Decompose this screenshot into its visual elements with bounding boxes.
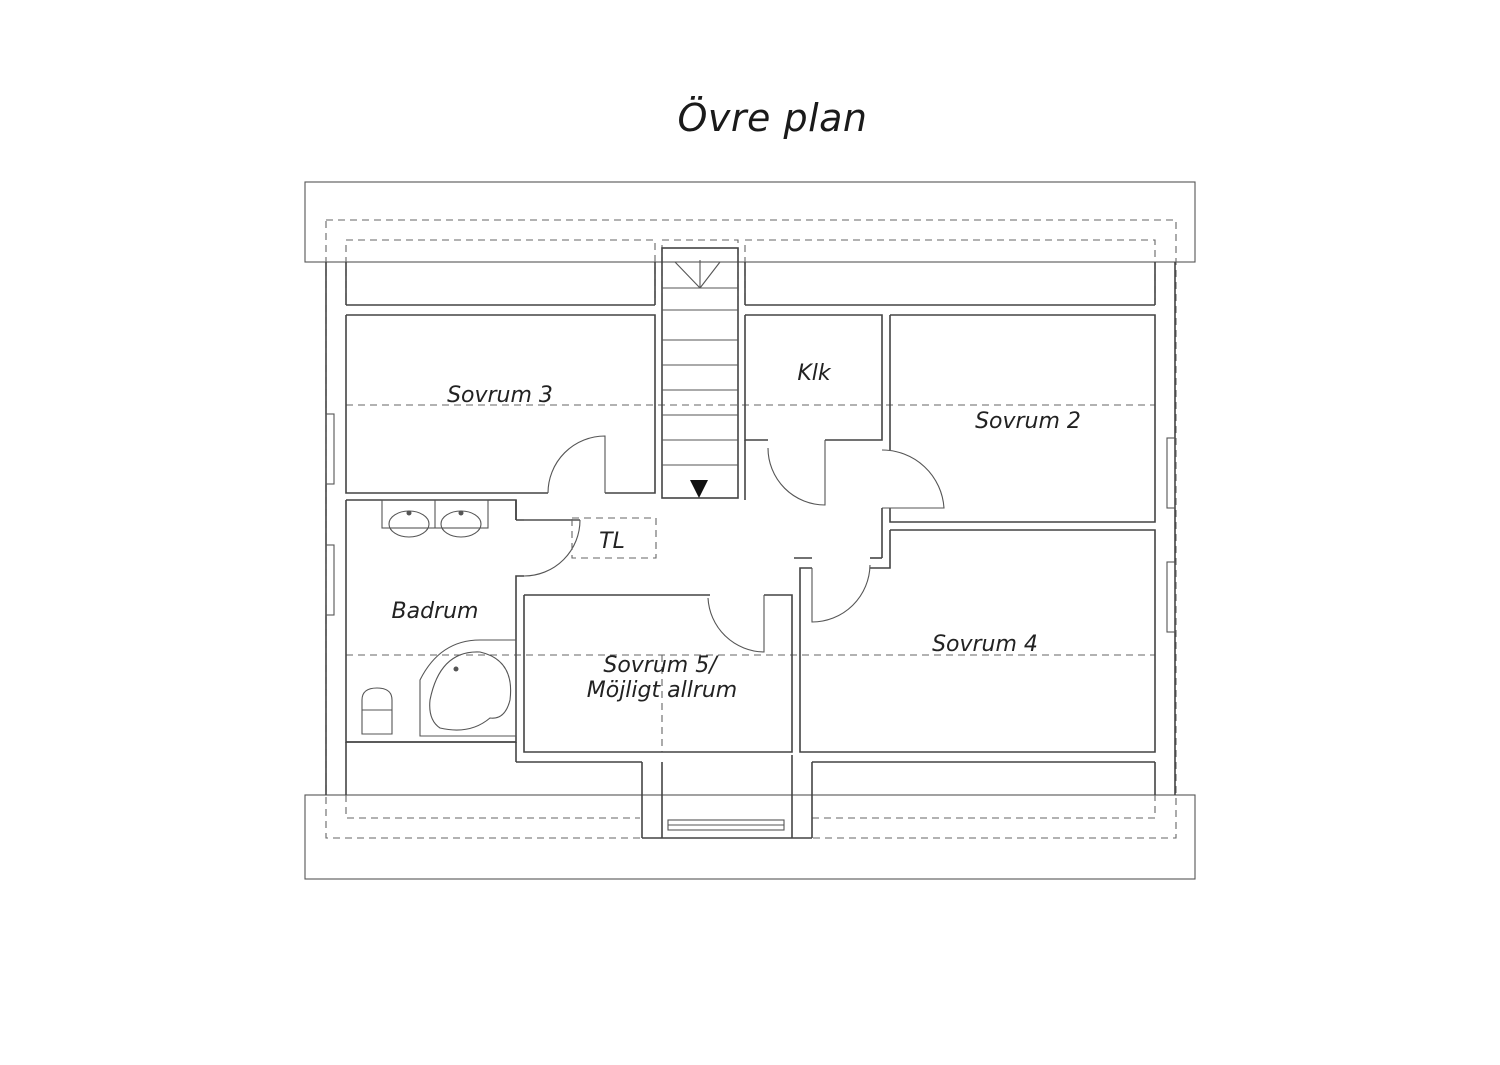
toilet <box>361 687 393 735</box>
door-sovrum-3[interactable] <box>547 435 606 494</box>
label-sovrum-5-line1: Sovrum 5/ <box>603 653 719 678</box>
knee-wall-dashed-lines <box>345 239 1156 819</box>
label-sovrum-3: Sovrum 3 <box>447 383 553 408</box>
room-sovrum-5 <box>523 594 793 753</box>
roof-outline-dashed <box>325 219 1177 839</box>
room-sovrum-3 <box>345 314 656 494</box>
sink-counter <box>381 499 489 538</box>
stair-direction-arrow <box>690 480 708 498</box>
attic-hatch-tl <box>571 517 657 559</box>
roof-eave-top <box>304 181 1196 263</box>
plan-title: Övre plan <box>677 96 868 140</box>
door-sovrum-5[interactable] <box>707 595 765 653</box>
label-sovrum-4: Sovrum 4 <box>932 632 1038 657</box>
label-klk: Klk <box>797 361 832 386</box>
door-sovrum-2[interactable] <box>881 449 945 509</box>
door-klk[interactable] <box>767 440 826 506</box>
hall-walls <box>515 440 883 559</box>
room-sovrum-4 <box>799 529 1156 753</box>
bathtub <box>419 639 517 737</box>
label-sovrum-2: Sovrum 2 <box>975 409 1081 434</box>
roof-eave-bottom <box>304 794 1196 880</box>
windows <box>325 413 1176 831</box>
label-tl: TL <box>599 529 625 554</box>
label-sovrum-5-line2: Möjligt allrum <box>587 678 738 703</box>
room-sovrum-2 <box>889 314 1156 523</box>
label-badrum: Badrum <box>392 599 479 624</box>
door-badrum[interactable] <box>523 519 581 577</box>
staircase <box>661 247 739 499</box>
door-sovrum-4[interactable] <box>811 564 871 623</box>
